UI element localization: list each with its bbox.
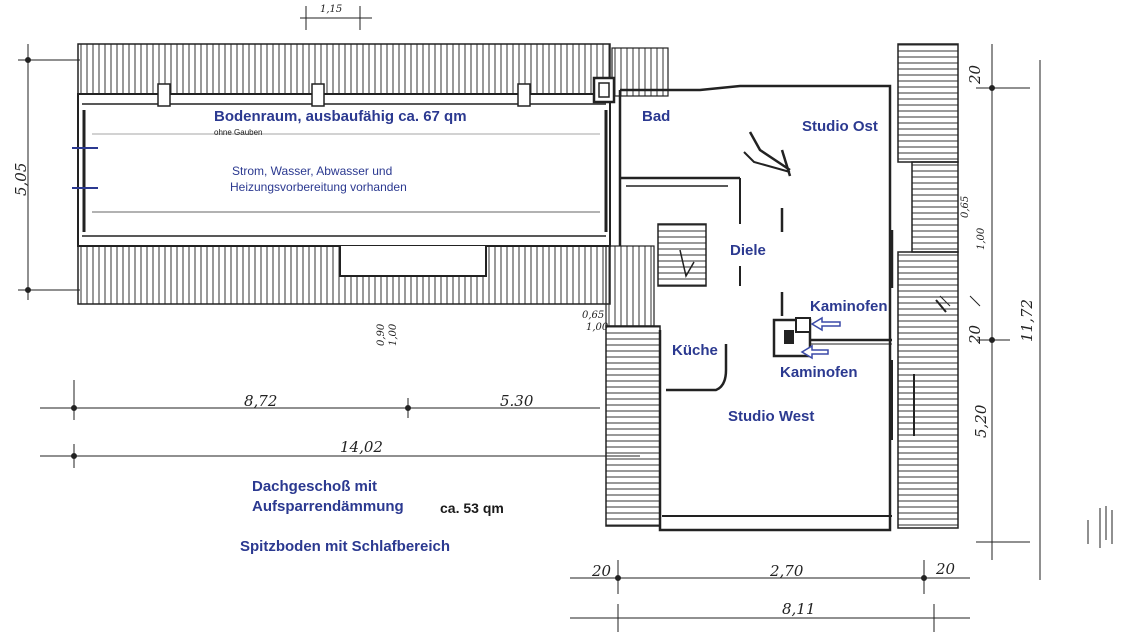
staircase	[657, 223, 707, 287]
dachgeschoss-area	[592, 43, 959, 532]
dim-bottom-20b: 20	[936, 560, 956, 578]
dachgeschoss-label-line2: Aufsparrendämmung	[252, 498, 404, 515]
bad-label: Bad	[642, 108, 671, 125]
dim-left-505: 5,05	[12, 162, 30, 196]
studio-west-label: Studio West	[728, 408, 815, 425]
kueche-label: Küche	[672, 342, 718, 359]
dim-bottom-270: 2,70	[770, 562, 804, 580]
strom-label-line1: Strom, Wasser, Abwasser und	[232, 164, 393, 178]
west-roof-hatch	[605, 245, 655, 327]
dim-bottom-20a: 20	[592, 562, 612, 580]
kitchen-counter	[666, 344, 728, 392]
dim-mid-100b: 1,00	[586, 322, 609, 333]
bodenraum-label: Bodenraum, ausbaufähig ca. 67 qm	[214, 108, 467, 125]
kaminofen-label-2: Kaminofen	[780, 364, 858, 381]
chimney	[592, 76, 616, 104]
kaminofen-arrow-1	[810, 316, 841, 332]
east-wall-hatch-mid	[911, 161, 959, 253]
dachgeschoss-label-line1: Dachgeschoß mit	[252, 478, 378, 495]
dim-right-20: 20	[966, 64, 984, 84]
dim-530: 5.30	[500, 392, 534, 410]
building-outline	[620, 84, 892, 532]
dim-mid-100: 1,00	[388, 323, 399, 346]
bodenraum-area	[72, 43, 611, 305]
dim-bottom-811: 8,11	[782, 600, 816, 618]
west-wall-hatch	[605, 325, 661, 527]
dim-top-115: 1,15	[320, 4, 343, 15]
kaminofen-label-1: Kaminofen	[810, 298, 888, 315]
dim-mid-065: 0,65	[582, 310, 605, 321]
kaminofen-arrow-2	[800, 344, 829, 360]
strom-label-line2: Heizungsvorbereitung vorhanden	[230, 180, 407, 194]
east-wall-hatch-upper	[897, 43, 959, 163]
dim-1402: 14,02	[340, 438, 383, 456]
dim-right-20b: 20	[966, 324, 984, 344]
ca53-label: ca. 53 qm	[440, 500, 504, 516]
dim-right-1172: 11,72	[1018, 299, 1036, 342]
dim-mid-090: 0,90	[376, 323, 387, 346]
dim-right-065: 0,65	[960, 195, 971, 218]
spitzboden-label: Spitzboden mit Schlafbereich	[240, 538, 451, 555]
east-wall-hatch-lower	[897, 251, 959, 529]
diele-label: Diele	[730, 242, 766, 259]
dimension-lines	[18, 6, 1113, 632]
dim-right-100: 1,00	[976, 227, 987, 250]
ohne-gauben-label: ohne Gauben	[214, 128, 263, 137]
dim-872: 8,72	[244, 392, 278, 410]
studio-ost-label: Studio Ost	[802, 118, 878, 135]
bottom-step	[339, 246, 487, 277]
bad-roof-hatch	[611, 47, 669, 97]
dim-right-520: 5,20	[972, 404, 990, 438]
